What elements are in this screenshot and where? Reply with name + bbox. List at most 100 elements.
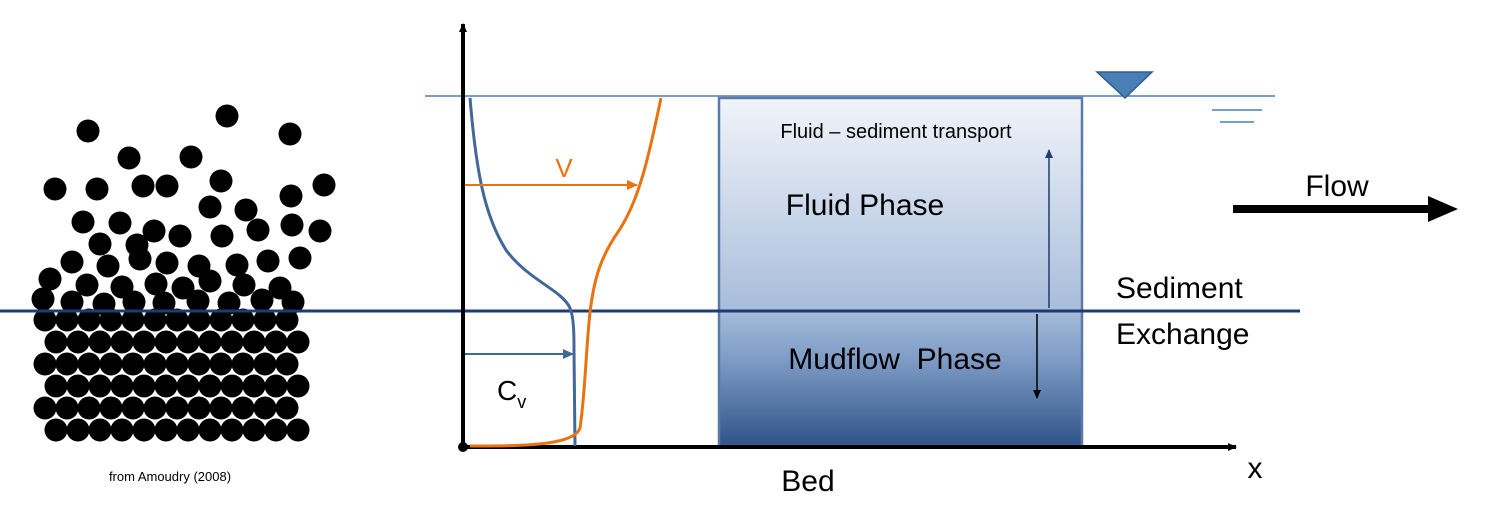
sediment-grain <box>128 247 152 271</box>
sediment-grain <box>278 122 302 146</box>
sediment-grain <box>132 330 156 354</box>
fluid-phase-label: Fluid Phase <box>786 189 944 222</box>
velocity-profile-curve <box>469 97 663 448</box>
sediment-grain <box>215 104 239 128</box>
sediment-grain <box>117 146 141 170</box>
sediment-grain <box>179 145 203 169</box>
sediment-grain <box>99 396 123 420</box>
sediment-grain <box>242 374 266 398</box>
sediment-grain <box>132 418 156 442</box>
concentration-label-subscript: v <box>517 392 526 412</box>
sediment-grain <box>220 418 244 442</box>
sediment-grain <box>142 219 166 243</box>
sediment-grain <box>88 374 112 398</box>
sediment-grain <box>242 418 266 442</box>
sediment-grain <box>121 352 145 376</box>
sediment-grain <box>55 396 79 420</box>
sediment-grain <box>168 224 192 248</box>
sediment-grain <box>279 184 303 208</box>
sediment-grain <box>220 330 244 354</box>
sediment-grain <box>234 198 258 222</box>
sediment-grain <box>281 290 305 314</box>
sediment-grain <box>176 418 200 442</box>
citation-text: from Amoudry (2008) <box>109 469 231 484</box>
sediment-grain <box>242 330 266 354</box>
sediment-grain <box>312 173 336 197</box>
sediment-grain <box>77 352 101 376</box>
phase-box <box>717 96 1084 448</box>
sediment-grain <box>121 308 145 332</box>
sediment-grain <box>33 396 57 420</box>
mudflow-phase-label: Mudflow Phase <box>788 343 1001 376</box>
sediment-grain <box>308 219 332 243</box>
sediment-grain <box>88 418 112 442</box>
sediment-grain <box>209 169 233 193</box>
sediment-grain <box>77 396 101 420</box>
sediment-grain <box>66 330 90 354</box>
sediment-grain <box>44 418 68 442</box>
concentration-label: Cv <box>497 375 526 412</box>
sediment-grain <box>165 396 189 420</box>
velocity-label: V <box>555 153 573 183</box>
sediment-grain <box>44 374 68 398</box>
sediment-grain <box>44 330 68 354</box>
sediment-grain <box>122 290 146 314</box>
sediment-grain <box>55 308 79 332</box>
sediment-grain <box>143 352 167 376</box>
sediment-grain <box>275 396 299 420</box>
sediment-grain <box>31 287 55 311</box>
sediment-grain <box>210 224 234 248</box>
sediment-grain <box>286 418 310 442</box>
sediment-grain <box>96 254 120 278</box>
sediment-grain <box>60 290 84 314</box>
sediment-grain <box>253 352 277 376</box>
sediment-grain <box>286 330 310 354</box>
sediment-grain <box>108 211 132 235</box>
axis-origin-dot <box>458 442 468 452</box>
sediment-grain <box>55 352 79 376</box>
sediment-grain <box>198 374 222 398</box>
sediment-grain <box>99 352 123 376</box>
sediment-grain <box>275 352 299 376</box>
sediment-grain <box>76 119 100 143</box>
sediment-grain <box>275 308 299 332</box>
sediment-grain <box>154 330 178 354</box>
flow-label: Flow <box>1305 170 1369 203</box>
sediment-grain <box>198 269 222 293</box>
sediment-grain <box>217 291 241 315</box>
sediment-grain <box>198 418 222 442</box>
sediment-grain <box>154 418 178 442</box>
sediment-grain <box>165 308 189 332</box>
sediment-exchange-label-line1: Sediment <box>1116 272 1243 305</box>
sediment-grain <box>66 374 90 398</box>
water-level-icon <box>1095 71 1262 123</box>
sediment-grains-illustration <box>31 104 336 442</box>
sediment-grain <box>60 250 84 274</box>
sediment-grain <box>280 213 304 237</box>
sediment-grain <box>110 374 134 398</box>
sediment-grain <box>77 308 101 332</box>
sediment-grain <box>110 330 134 354</box>
sediment-grain <box>186 289 210 313</box>
sediment-grain <box>288 246 312 270</box>
sediment-grain <box>187 396 211 420</box>
sediment-grain <box>154 374 178 398</box>
sediment-grain <box>232 273 256 297</box>
sediment-grain <box>264 374 288 398</box>
box-title: Fluid – sediment transport <box>780 121 1012 143</box>
sediment-grain <box>220 374 244 398</box>
sediment-grain <box>198 330 222 354</box>
sediment-grain <box>152 291 176 315</box>
sediment-grain <box>256 249 280 273</box>
concentration-profile-curve <box>468 97 577 447</box>
sediment-grain <box>33 308 57 332</box>
sediment-grain <box>250 288 274 312</box>
sediment-grain <box>209 396 233 420</box>
sediment-grain <box>198 195 222 219</box>
sediment-grain <box>187 352 211 376</box>
sediment-grain <box>176 374 200 398</box>
sediment-grain <box>253 308 277 332</box>
sediment-grain <box>144 272 168 296</box>
concentration-label-main: C <box>497 375 517 406</box>
